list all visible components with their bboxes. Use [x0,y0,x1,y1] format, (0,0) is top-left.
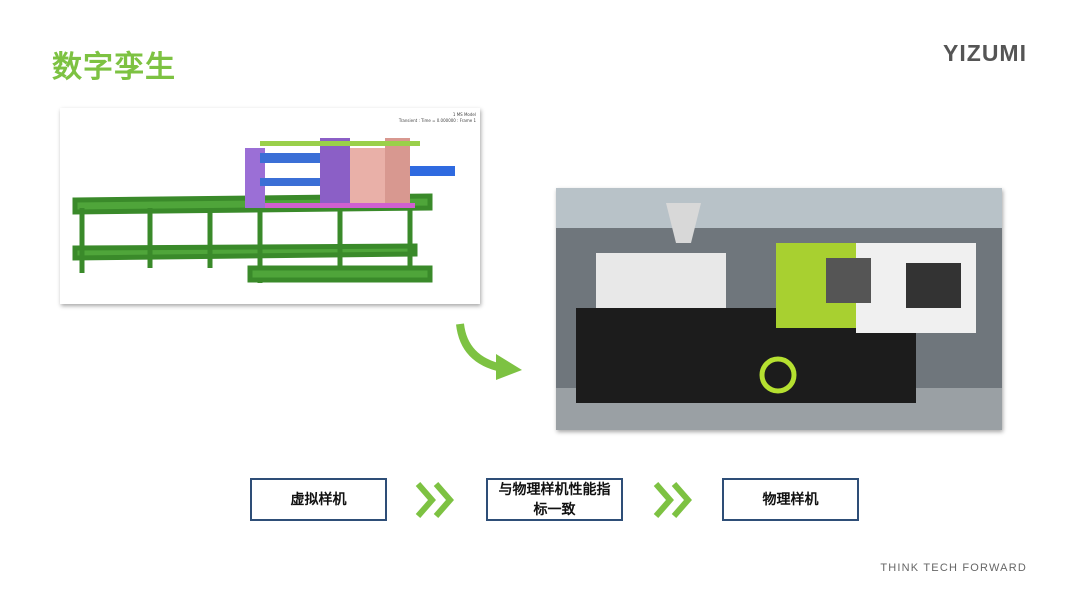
tagline: THINK TECH FORWARD [880,562,1027,574]
render-caption: 1 MS Model Transient : Time = 0.000000 :… [399,112,476,124]
flow-box-performance-match: 与物理样机性能指标一致 [486,478,623,521]
double-chevron-icon [415,482,454,518]
physical-machine-photo [556,188,1002,430]
flow-box-virtual-prototype: 虚拟样机 [250,478,387,521]
double-chevron-icon [653,482,692,518]
flow-box-physical-prototype: 物理样机 [722,478,859,521]
cad-model-render: 1 MS Model Transient : Time = 0.000000 :… [60,108,480,304]
caption-time: Transient : Time = 0.000000 : Frame 1 [398,118,476,123]
curved-arrow-icon [456,323,522,380]
slide-title: 数字孪生 [52,50,176,85]
yizumi-logo: YIZUMI [943,40,1027,66]
machine-cad-drawing [72,138,455,283]
caption-model: 1 MS Model [452,112,476,117]
